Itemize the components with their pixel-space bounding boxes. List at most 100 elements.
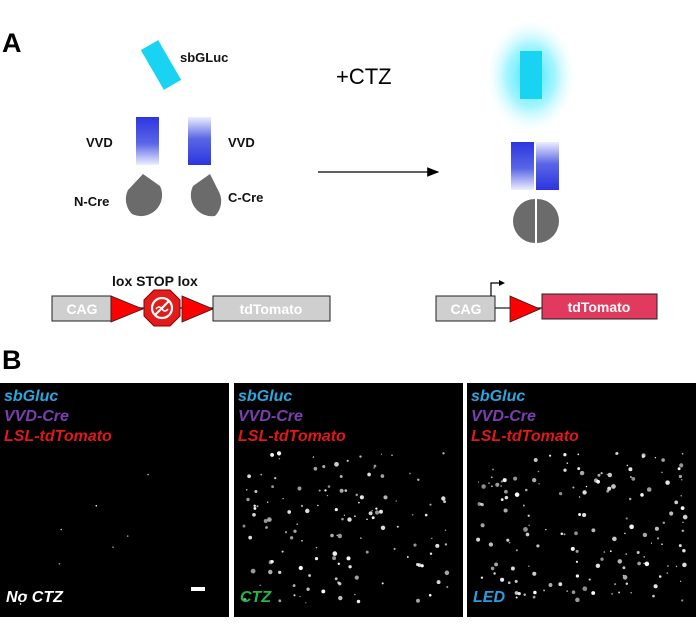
cell-speck — [254, 490, 257, 493]
cell-speck — [643, 563, 644, 564]
vvd-dimer-left — [511, 142, 534, 190]
vvd-left-domain — [136, 117, 159, 165]
cell-speck — [676, 566, 678, 568]
cell-speck — [515, 492, 520, 497]
cell-speck — [264, 519, 268, 523]
cell-speck — [247, 474, 251, 478]
cre-reconstituted-right — [537, 199, 559, 243]
cell-speck — [340, 475, 343, 478]
ncre-domain — [126, 174, 162, 216]
cell-speck — [327, 495, 328, 496]
cell-speck — [381, 526, 385, 530]
cell-speck — [491, 567, 495, 571]
cell-speck — [657, 537, 659, 539]
sbgluc-luciferase-shape — [141, 40, 181, 90]
cell-speck — [508, 581, 511, 584]
cell-speck — [355, 575, 359, 579]
cell-speck — [480, 503, 482, 505]
cell-speck — [566, 590, 568, 592]
cell-speck — [277, 451, 281, 455]
cell-speck — [506, 539, 509, 542]
cell-speck — [591, 591, 595, 595]
ncre-label: N-Cre — [74, 194, 109, 209]
cell-speck — [491, 476, 493, 478]
cell-speck — [682, 522, 683, 523]
cag-label-right: CAG — [450, 301, 481, 317]
cell-speck — [285, 531, 287, 533]
cell-speck — [335, 577, 338, 580]
cell-speck — [683, 515, 688, 520]
cell-speck — [640, 493, 644, 497]
cell-speck — [268, 570, 272, 574]
cell-speck — [637, 551, 640, 554]
cell-speck — [682, 549, 685, 552]
cell-speck — [679, 463, 683, 467]
cell-speck — [533, 596, 536, 599]
cell-speck — [627, 465, 628, 466]
cell-speck — [296, 523, 298, 525]
cell-speck — [348, 565, 351, 568]
cell-speck — [379, 510, 383, 514]
cell-speck — [381, 454, 382, 455]
cell-speck — [667, 565, 669, 567]
cell-speck — [301, 505, 303, 507]
cell-speck — [293, 584, 296, 587]
cell-speck — [372, 516, 375, 519]
cell-speck — [561, 532, 564, 535]
cell-speck — [515, 580, 518, 583]
cell-speck — [429, 594, 432, 597]
cell-speck — [630, 592, 631, 593]
cell-speck — [59, 563, 61, 565]
cell-speck — [127, 535, 129, 537]
cell-speck — [366, 518, 368, 520]
cell-speck — [626, 517, 628, 519]
cell-speck — [505, 496, 509, 500]
cell-speck — [500, 578, 504, 582]
cell-speck — [625, 553, 626, 554]
label-lsl-tdtomato: LSL-tdTomato — [238, 427, 346, 447]
cell-speck — [604, 551, 606, 553]
cell-speck — [572, 590, 576, 594]
cell-speck — [355, 494, 357, 496]
sbgluc-active-shape — [520, 51, 542, 99]
micrograph-led: sbGluc VVD-Cre LSL-tdTomato LED — [467, 383, 696, 617]
ccre-domain — [191, 174, 221, 216]
cell-speck — [538, 471, 540, 473]
ccre-label: C-Cre — [228, 190, 263, 205]
cell-speck — [596, 564, 600, 568]
cell-speck — [545, 529, 546, 530]
label-vvd-cre: VVD-Cre — [471, 407, 536, 427]
cell-speck — [112, 546, 114, 548]
cell-speck — [445, 530, 446, 531]
cell-speck — [147, 474, 149, 476]
cell-speck — [366, 551, 369, 554]
cell-speck — [682, 529, 685, 532]
cell-speck — [332, 556, 336, 560]
cell-speck — [308, 574, 311, 577]
cell-speck — [563, 453, 566, 456]
cell-speck — [375, 507, 377, 509]
cell-speck — [523, 505, 525, 507]
cell-speck — [445, 543, 447, 545]
cell-speck — [340, 489, 344, 493]
panel-b-letter: B — [2, 345, 22, 376]
cell-speck — [338, 563, 340, 565]
cell-speck — [359, 455, 361, 457]
cell-speck — [256, 505, 258, 507]
cell-speck — [279, 458, 281, 460]
cell-speck — [571, 547, 575, 551]
cell-speck — [654, 584, 658, 588]
cell-speck — [313, 456, 314, 457]
cell-speck — [586, 486, 588, 488]
cell-speck — [344, 515, 345, 516]
cell-speck — [582, 490, 586, 494]
cell-speck — [360, 537, 362, 539]
cell-speck — [435, 544, 439, 548]
cell-speck — [330, 534, 334, 538]
cell-speck — [629, 524, 634, 529]
cell-speck — [680, 581, 681, 582]
cell-speck — [246, 489, 248, 491]
cell-speck — [647, 487, 652, 492]
cell-speck — [516, 596, 518, 598]
cell-speck — [383, 495, 387, 499]
